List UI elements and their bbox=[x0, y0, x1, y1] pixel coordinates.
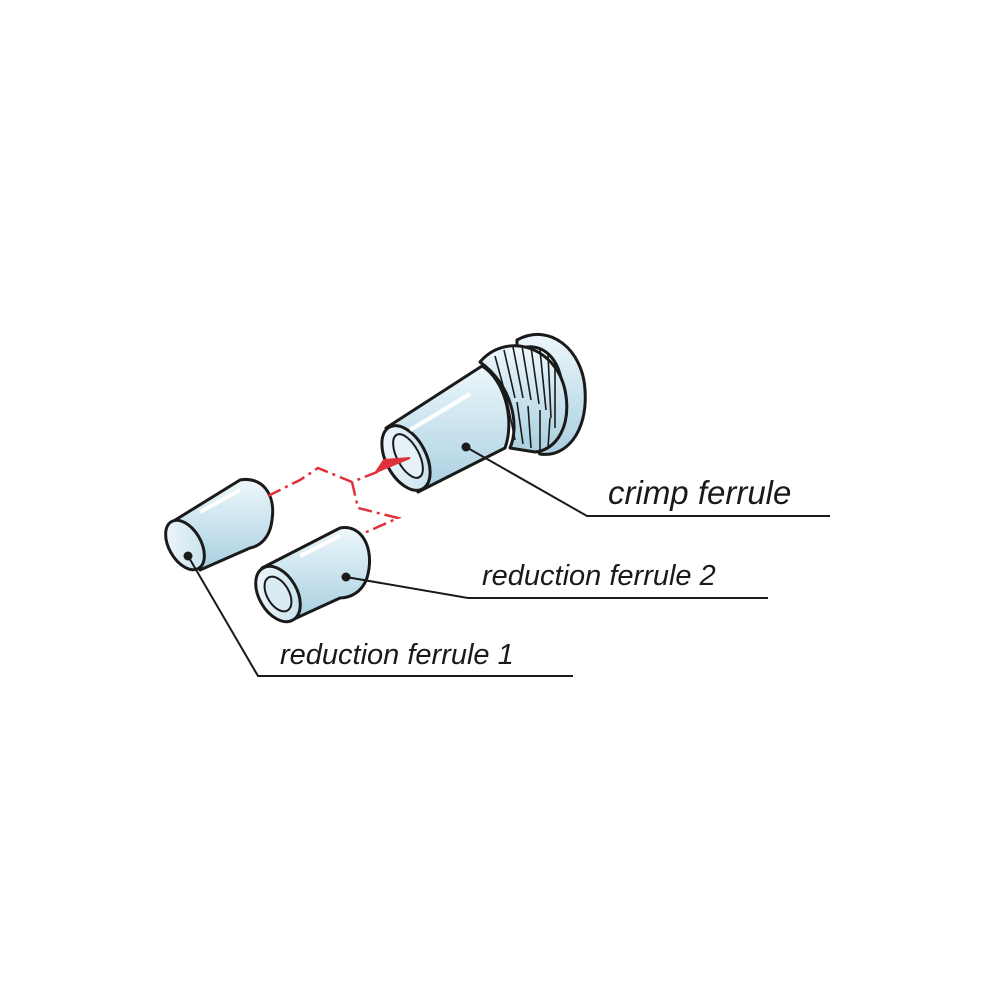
assembly-arrow bbox=[373, 457, 411, 475]
label-reduction-ferrule-1: reduction ferrule 1 bbox=[280, 639, 514, 671]
crimp-ferrule-ridges bbox=[494, 345, 556, 450]
reduction-ferrule-1-end bbox=[164, 518, 206, 572]
leader-reduction-ferrule-2 bbox=[345, 576, 768, 599]
crimp-ferrule-knurl bbox=[478, 344, 569, 454]
leader-reduction-ferrule-1 bbox=[187, 555, 573, 677]
label-crimp-ferrule: crimp ferrule bbox=[608, 474, 792, 511]
reduction-ferrule-1-highlight bbox=[199, 488, 241, 514]
reduction-ferrule-2 bbox=[254, 526, 371, 624]
label-reduction-ferrule-2: reduction ferrule 2 bbox=[482, 560, 716, 592]
leader-crimp-ferrule bbox=[465, 446, 830, 517]
reduction-ferrule-2-highlight bbox=[299, 534, 341, 558]
leader-dots bbox=[183, 442, 471, 582]
reduction-ferrule-1 bbox=[164, 477, 275, 572]
crimp-ferrule bbox=[380, 333, 587, 494]
leader-lines bbox=[187, 446, 830, 677]
assembly-path bbox=[267, 466, 402, 536]
crimp-ferrule-highlight bbox=[408, 392, 472, 432]
